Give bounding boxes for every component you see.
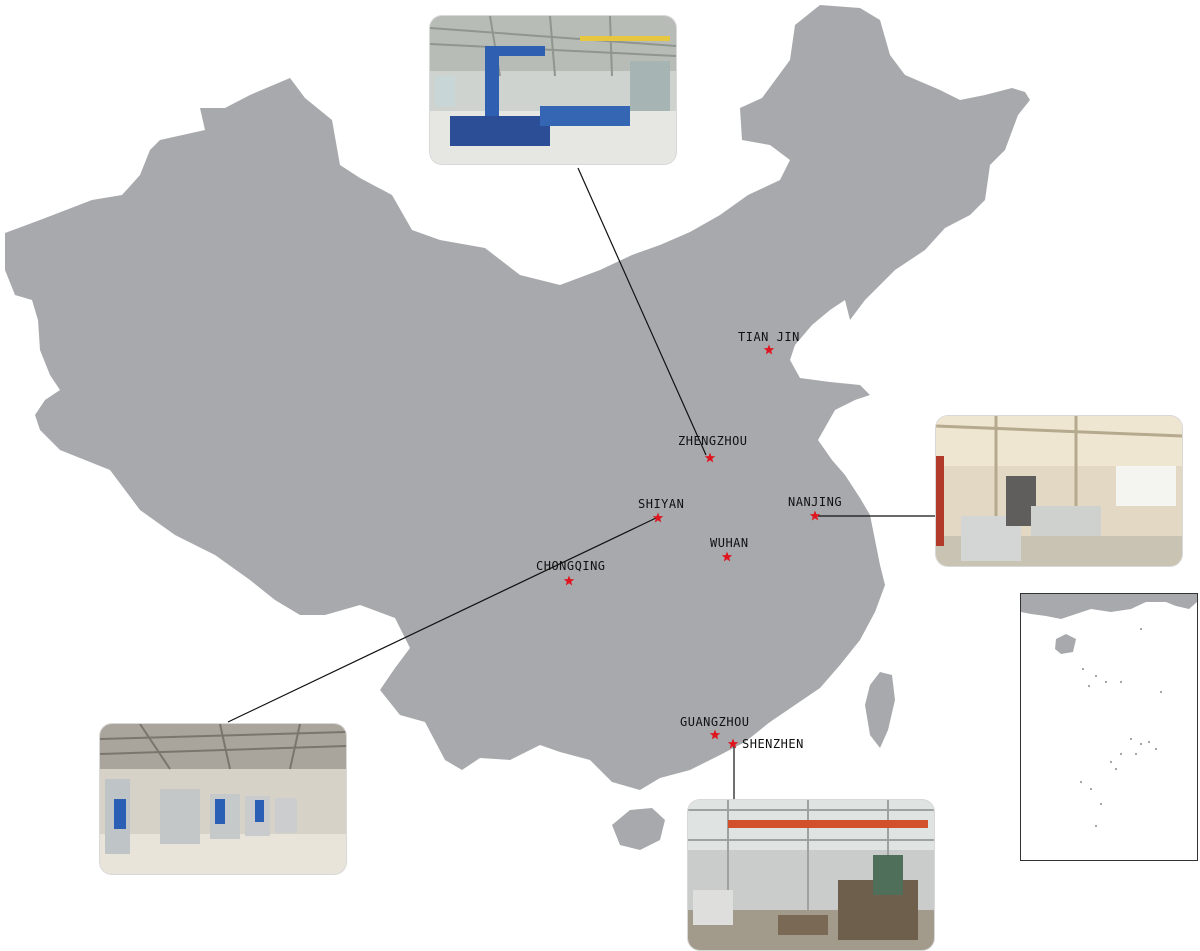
star-icon-chongqing: [563, 575, 575, 586]
city-label-chongqing: CHONGQING: [536, 559, 606, 573]
factory-photo-nanjing: [936, 416, 1182, 566]
taiwan-island: [865, 672, 895, 748]
star-icon-tianjin: [763, 344, 775, 355]
city-label-guangzhou: GUANGZHOU: [680, 715, 750, 729]
factory-image-nanjing: [936, 416, 1182, 566]
leader-lines: [227, 167, 935, 800]
city-label-tianjin: TIAN JIN: [738, 330, 800, 344]
factory-photo-shenzhen: [688, 800, 934, 950]
factory-image-shenzhen: [688, 800, 934, 950]
leader-line-shiyan: [227, 517, 657, 723]
city-markers: TIAN JIN ZHENGZHOU NANJING SHIYAN WUHAN CHONG…: [536, 330, 842, 751]
south-china-sea-inset: [1020, 593, 1198, 861]
inset-mainland: [1021, 594, 1197, 619]
factory-photo-zhengzhou: [430, 16, 676, 164]
star-icon-shenzhen: [727, 738, 739, 749]
inset-hainan: [1055, 634, 1076, 654]
city-label-shenzhen: SHENZHEN: [742, 737, 804, 751]
city-label-wuhan: WUHAN: [710, 536, 749, 550]
leader-line-zhengzhou: [577, 167, 707, 456]
city-label-zhengzhou: ZHENGZHOU: [678, 434, 748, 448]
star-icon-nanjing: [809, 510, 821, 521]
city-label-shiyan: SHIYAN: [638, 497, 684, 511]
factory-photo-shiyan: [100, 724, 346, 874]
inset-map: [1021, 594, 1197, 827]
inset-islands: [1080, 628, 1162, 827]
hainan-island: [612, 808, 665, 850]
factory-image-shiyan: [100, 724, 346, 874]
factory-image-zhengzhou: [430, 16, 676, 164]
star-icon-zhengzhou: [704, 452, 716, 463]
star-icon-shiyan: [652, 512, 664, 523]
star-icon-guangzhou: [709, 729, 721, 740]
city-label-nanjing: NANJING: [788, 495, 842, 509]
star-icon-wuhan: [721, 551, 733, 562]
china-mainland: [5, 5, 1030, 790]
